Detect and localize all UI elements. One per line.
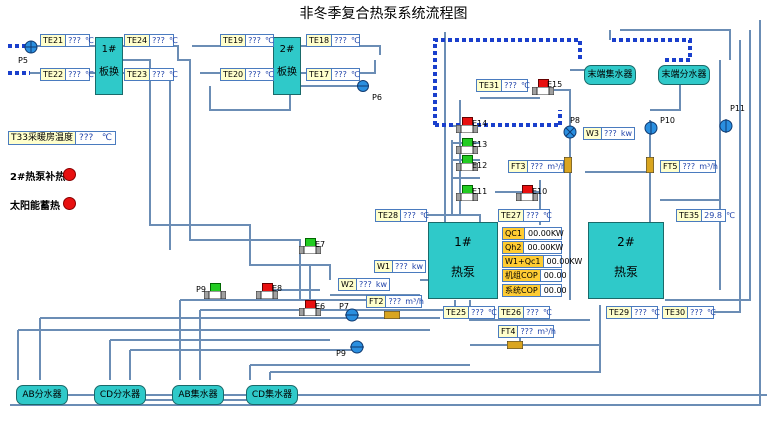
temp-tag-te18: TE18???℃	[306, 34, 360, 47]
valve-e6-icon[interactable]	[299, 308, 321, 316]
temp-tag-te28: TE28???℃	[375, 209, 429, 222]
ab-distributor-tank[interactable]: AB分水器	[16, 385, 68, 405]
valve-e10-label: E10	[532, 187, 548, 196]
exchanger-2-num: 2#	[279, 44, 295, 55]
pump-p5-icon[interactable]	[23, 39, 39, 55]
pump-p11-icon[interactable]	[718, 118, 734, 134]
flow-tag-ft2: FT2???m³/h	[366, 295, 424, 308]
flow-tag-ft5: FT5???m³/h	[660, 160, 718, 173]
power-tag-w2: W2???kw	[338, 278, 390, 291]
valve-e14-icon[interactable]	[456, 125, 478, 133]
temp-tag-te17: TE17???℃	[306, 68, 360, 81]
flowmeter-ft2-icon	[384, 311, 400, 319]
flow-tag-ft3: FT3???m³/h	[508, 160, 566, 173]
plate-exchanger-1[interactable]: 1# 板换	[95, 37, 123, 95]
pump-p11-label: P11	[730, 104, 746, 113]
temp-tag-te23: TE23???℃	[124, 68, 178, 81]
heat-pump-2-name: 热泵	[613, 265, 638, 279]
pump-p6-label: P6	[372, 93, 382, 102]
pump-p10-icon[interactable]	[643, 120, 659, 136]
valve-e15-label: E15	[547, 80, 563, 89]
temp-tag-te29: TE29???℃	[606, 306, 660, 319]
valve-e12-icon[interactable]	[456, 163, 478, 171]
pump-p8-icon[interactable]	[562, 124, 578, 140]
exchanger-1-num: 1#	[101, 44, 117, 55]
valve-p9-label: P9	[196, 285, 206, 294]
indicator-light-hp2-supplement	[63, 168, 76, 181]
flow-tag-ft4: FT4???m³/h	[498, 325, 556, 338]
pump-p8-label: P8	[570, 116, 580, 125]
valve-e13-icon[interactable]	[456, 146, 478, 154]
valve-e13-label: E13	[472, 140, 488, 149]
valve-e8-label: E8	[272, 284, 283, 293]
page-title: 非冬季复合热泵系统流程图	[299, 6, 468, 22]
pump-p9-label: P9	[336, 349, 346, 358]
temp-tag-te31: TE31???℃	[476, 79, 530, 92]
terminal-collector-tank[interactable]: 末端集水器	[584, 65, 636, 85]
temp-tag-te22: TE22???℃	[40, 68, 94, 81]
indicator-light-solar-storage	[63, 197, 76, 210]
heat-pump-1[interactable]: 1# 热泵	[428, 222, 498, 299]
valve-e11-icon[interactable]	[456, 193, 478, 201]
valve-p9-icon[interactable]	[204, 291, 226, 299]
valve-e6-label: E6	[315, 302, 326, 311]
pump-p7-icon[interactable]	[344, 308, 360, 322]
temp-tag-te19: TE19???℃	[220, 34, 274, 47]
valve-e7-label: E7	[315, 240, 326, 249]
temp-tag-te25: TE25???℃	[443, 306, 497, 319]
indicator-label-hp2-supplement: 2#热泵补热	[10, 172, 66, 183]
pump-p5-label: P5	[18, 56, 28, 65]
heat-pump-1-num: 1#	[454, 235, 472, 249]
exchanger-1-name: 板换	[99, 67, 119, 78]
indicator-label-solar-storage: 太阳能蓄热	[10, 201, 60, 212]
flowmeter-ft5-icon	[646, 157, 654, 173]
heat-pump-2[interactable]: 2# 热泵	[588, 222, 664, 299]
temp-tag-te24: TE24???℃	[124, 34, 178, 47]
temp-tag-te26: TE26???℃	[498, 306, 552, 319]
flowmeter-ft3-icon	[564, 157, 572, 173]
heat-pump-1-name: 热泵	[450, 265, 475, 279]
pump-p6-icon[interactable]	[356, 79, 370, 93]
pump-p10-label: P10	[660, 116, 676, 125]
temp-tag-te20: TE20???℃	[220, 68, 274, 81]
flowmeter-ft4-icon	[507, 341, 523, 349]
pump-p7-label: P7	[339, 302, 349, 311]
pump-p9-icon[interactable]	[349, 340, 365, 354]
temp-tag-te21: TE21???℃	[40, 34, 94, 47]
power-tag-w3: W3???kw	[583, 127, 635, 140]
valve-e12-label: E12	[472, 161, 488, 170]
valve-e15-icon[interactable]	[532, 87, 554, 95]
valve-e8-icon[interactable]	[256, 291, 278, 299]
room-temp-display: T33采暖房温度???℃	[8, 131, 116, 145]
valve-e14-label: E14	[472, 119, 488, 128]
cd-distributor-tank[interactable]: CD分水器	[94, 385, 146, 405]
exchanger-2-name: 板换	[277, 67, 297, 78]
valve-e11-label: E11	[472, 187, 488, 196]
cd-collector-tank[interactable]: CD集水器	[246, 385, 298, 405]
plate-exchanger-2[interactable]: 2# 板换	[273, 37, 301, 95]
temp-tag-te30: TE30???℃	[662, 306, 716, 319]
temp-tag-te27: TE27???℃	[498, 209, 552, 222]
power-tag-w1: W1???kw	[374, 260, 426, 273]
valve-e10-icon[interactable]	[516, 193, 538, 201]
valve-e7-icon[interactable]	[299, 246, 321, 254]
heat-pump-2-num: 2#	[617, 235, 635, 249]
ab-collector-tank[interactable]: AB集水器	[172, 385, 224, 405]
terminal-distributor-tank[interactable]: 末端分水器	[658, 65, 710, 85]
